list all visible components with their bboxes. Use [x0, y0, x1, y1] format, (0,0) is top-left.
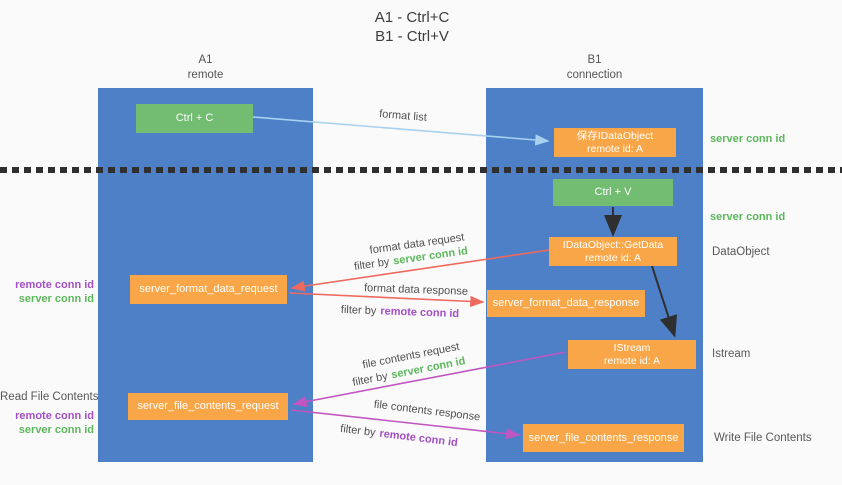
remote-conn-id-text: remote conn id	[380, 305, 460, 321]
istream-line1: IStream	[613, 341, 651, 354]
remote-conn-id-left-2-label: remote conn id	[15, 410, 94, 422]
lane-header-b1: B1 connection	[486, 53, 703, 83]
remote-conn-id-text: remote conn id	[378, 427, 459, 450]
server-file-contents-response-label: server_file_contents_response	[528, 431, 679, 444]
server-file-contents-request-label: server_file_contents_request	[137, 400, 279, 412]
server-conn-id-right-mid-label: server conn id	[710, 211, 786, 223]
server-format-data-request-node: server_format_data_request	[130, 275, 287, 304]
istream-line2: remote id: A	[603, 354, 661, 367]
ctrl-c-label: Ctrl + C	[175, 112, 214, 124]
lane-a1-name: A1	[198, 54, 213, 66]
server-file-contents-response-node: server_file_contents_response	[523, 424, 684, 452]
read-file-contents-label: Read File Contents	[0, 391, 99, 403]
lane-b1-role: connection	[566, 69, 623, 81]
lane-b1-name: B1	[587, 54, 602, 66]
save-idataobject-node: 保存IDataObject remote id: A	[554, 128, 676, 157]
ctrl-v-label: Ctrl + V	[594, 186, 632, 198]
istream-node: IStream remote id: A	[568, 340, 696, 369]
filter-by-text: filter by	[353, 256, 391, 273]
write-file-contents-label: Write File Contents	[714, 432, 812, 444]
filter-by-text: filter by	[340, 303, 377, 318]
ctrl-c-node: Ctrl + C	[136, 104, 253, 133]
istream-side-label: Istream	[712, 348, 751, 360]
diagram-title: A1 - Ctrl+C B1 - Ctrl+V	[312, 8, 512, 46]
server-format-data-request-label: server_format_data_request	[139, 283, 278, 295]
getdata-line2: remote id: A	[584, 251, 642, 264]
title-line-2: B1 - Ctrl+V	[375, 28, 449, 45]
format-data-response-label: format data response	[363, 282, 469, 298]
server-file-contents-request-node: server_file_contents_request	[128, 393, 288, 420]
server-format-data-response-label: server_format_data_response	[492, 297, 640, 309]
lane-header-a1: A1 remote	[98, 53, 313, 83]
getdata-node: IDataObject::GetData remote id: A	[549, 237, 677, 266]
lane-a1-role: remote	[187, 69, 224, 81]
file-contents-response-label: file contents response	[373, 398, 481, 424]
save-idataobject-line1: 保存IDataObject	[576, 129, 654, 142]
server-conn-id-left-2-label: server conn id	[18, 424, 94, 436]
getdata-line1: IDataObject::GetData	[562, 238, 664, 251]
filter-by-text: filter by	[351, 370, 389, 389]
server-conn-id-left-1-label: server conn id	[18, 293, 94, 305]
ctrl-v-node: Ctrl + V	[553, 179, 673, 206]
dataobject-label: DataObject	[712, 246, 770, 258]
server-format-data-response-node: server_format_data_response	[487, 290, 645, 317]
format-list-label: format list	[378, 108, 428, 124]
server-conn-id-right-top-label: server conn id	[710, 133, 786, 145]
filter-by-text: filter by	[339, 422, 377, 440]
title-line-1: A1 - Ctrl+C	[374, 9, 450, 26]
save-idataobject-line2: remote id: A	[586, 142, 644, 155]
remote-conn-id-left-1-label: remote conn id	[15, 279, 94, 291]
